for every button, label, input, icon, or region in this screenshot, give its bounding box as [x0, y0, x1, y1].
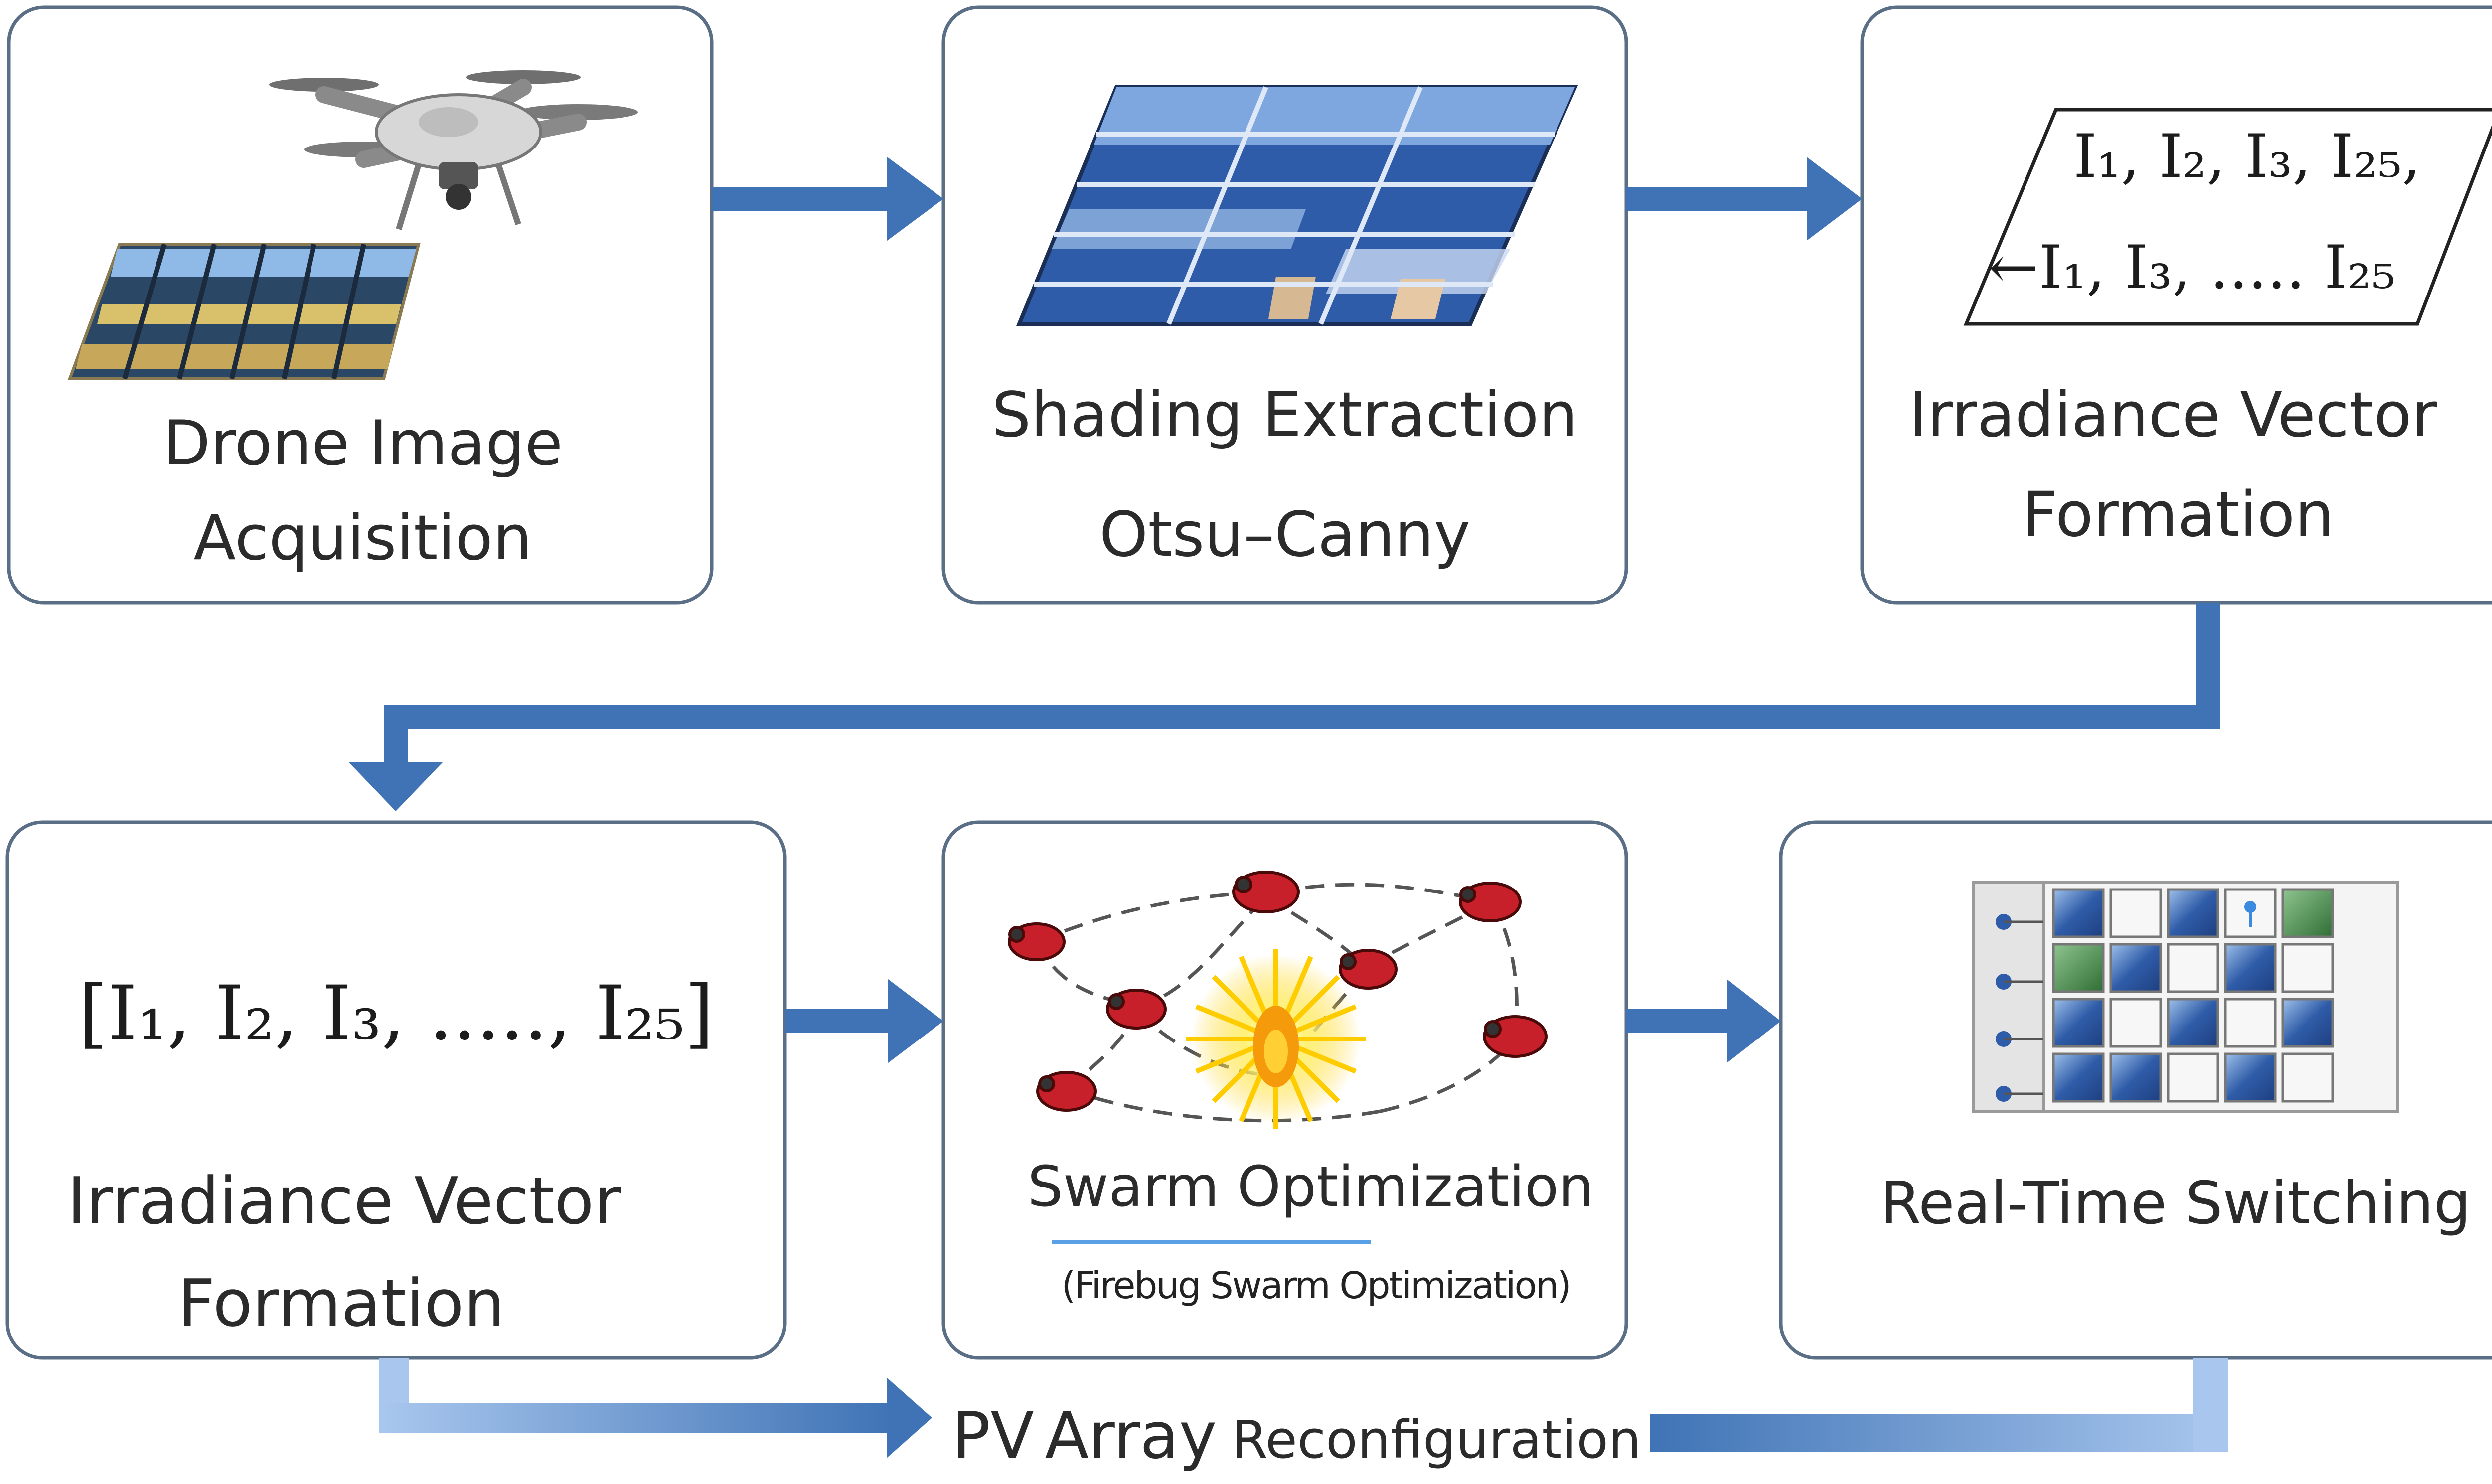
drone-title-line1: Drone Image: [163, 408, 563, 479]
irradiance-bottom-title-line1: Irradiance Vector: [67, 1163, 621, 1239]
firebug-icon: [1036, 1071, 1097, 1112]
irradiance-top-title-line2: Formation: [2022, 479, 2334, 551]
irradiance-top-row1: I₁, I₂, I₃, I₂₅,: [2073, 122, 2421, 191]
firebug-icon-group: [1008, 871, 1548, 1112]
footer-pv: PV: [952, 1399, 1034, 1473]
arrow-drone-to-shading: [712, 157, 943, 241]
swarm-subtitle: (Firebug Swarm Optimization): [1061, 1264, 1570, 1307]
arrow-feedback-right: [1650, 1358, 2228, 1452]
solar-panel-icon: [67, 243, 421, 380]
shading-title-line2: Otsu–Canny: [1099, 499, 1471, 571]
irradiance-top-title-line1: Irradiance Vector: [1909, 379, 2437, 451]
firebug-icon: [1339, 949, 1398, 990]
switching-title: Real-Time Switching: [1880, 1169, 2471, 1237]
irradiance-top-row2: ←I₁, I₃, ..... I₂₅: [1989, 233, 2396, 302]
arrow-shading-to-irradiance: [1626, 157, 1862, 241]
arrow-feedback-left: [379, 1358, 932, 1458]
firebug-icon: [1106, 989, 1167, 1030]
vector-parallelogram: [1963, 108, 2492, 326]
drone-title-line2: Acquisition: [193, 502, 532, 574]
swarm-title: Swarm Optimization: [1028, 1155, 1594, 1219]
swarm-underline: [1052, 1240, 1371, 1244]
firebug-icon: [1459, 882, 1522, 922]
arrow-swarm-to-switching: [1626, 979, 1781, 1063]
arrow-vector-to-swarm: [785, 979, 943, 1063]
switch-matrix-icon: [1972, 881, 2399, 1113]
firebug-icon: [1008, 922, 1066, 961]
firebug-icon: [1483, 1015, 1548, 1058]
irradiance-bottom-title-line2: Formation: [178, 1265, 505, 1341]
quadcopter-drone-icon: [269, 70, 638, 230]
footer-array: Array: [1045, 1399, 1217, 1473]
shading-title-line1: Shading Extraction: [992, 379, 1578, 451]
irradiance-vector: [I₁, I₂, I₃, ....., I₂₅]: [79, 970, 714, 1057]
firebug-icon: [1232, 871, 1300, 913]
footer-reconfig: Reconfiguration: [1232, 1409, 1641, 1470]
sun-burst-icon: [1186, 949, 1366, 1129]
arrow-irradiance-return: [349, 603, 2220, 811]
shaded-panel-icon: [1016, 85, 1578, 326]
